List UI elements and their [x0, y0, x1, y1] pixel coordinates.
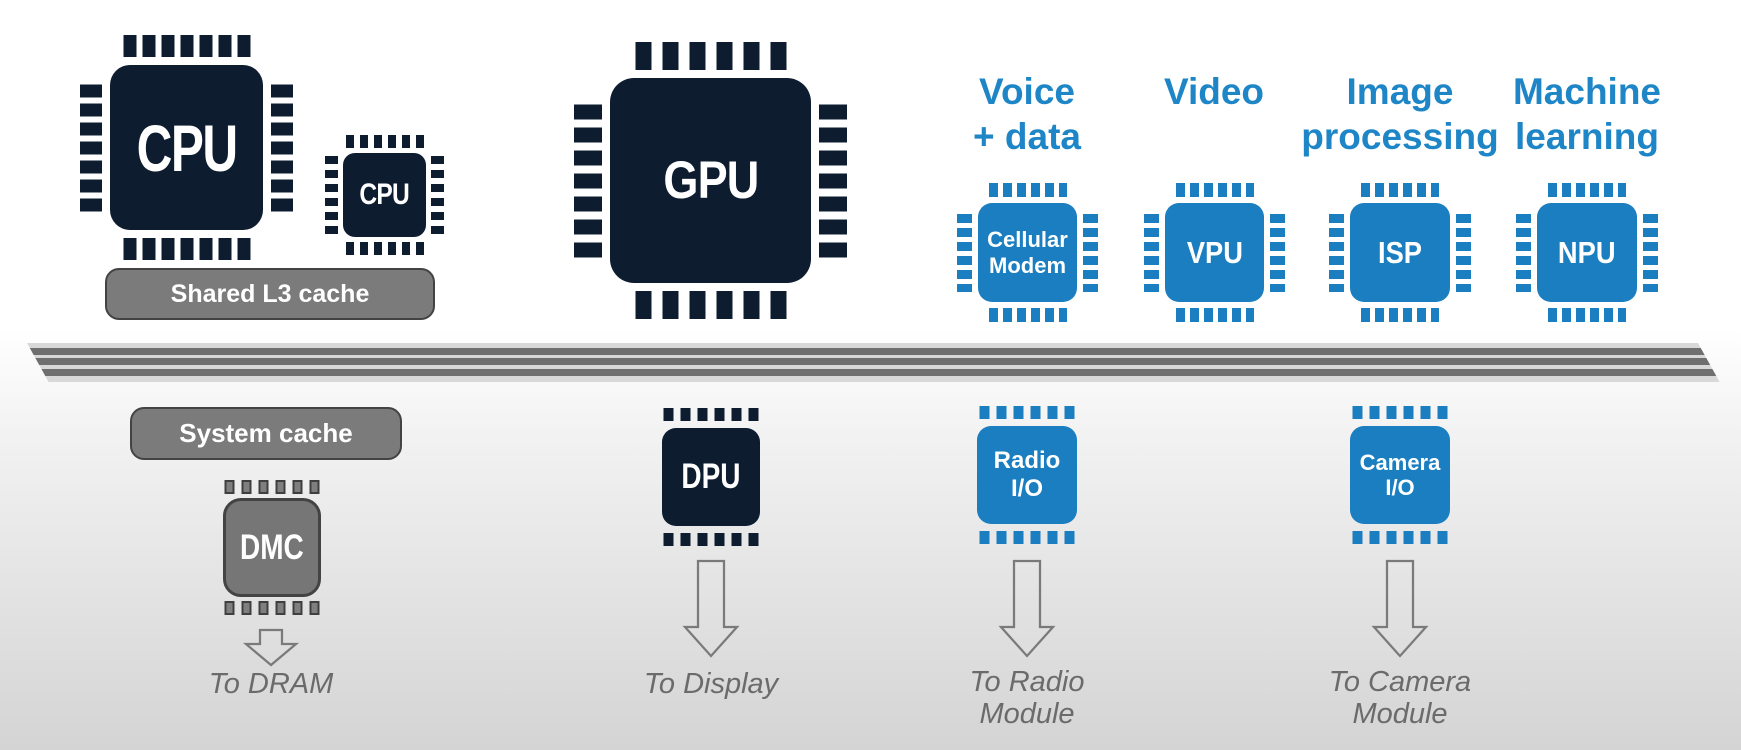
cpu-big-pins-right [271, 84, 293, 211]
dpu-pins-top [663, 408, 759, 421]
caption-line: To Display [643, 668, 779, 700]
cpu-big-chip: CPU [80, 35, 293, 260]
column-title-line2: learning [1515, 116, 1659, 157]
cpu-small-pins-bottom [345, 242, 424, 255]
column-title-line2: + data [973, 116, 1081, 157]
gpu-label: GPU [662, 151, 759, 210]
column-title-image-processing: Image processing [1290, 69, 1510, 159]
cellular-modem-pins-bottom [988, 308, 1067, 322]
radio-io-pins-top [979, 406, 1075, 419]
vpu-chip: VPU [1144, 183, 1285, 322]
shared-l3-cache-box: Shared L3 cache [105, 268, 435, 320]
dmc-chip: DMC [223, 480, 321, 615]
isp-pins-right [1456, 213, 1471, 292]
caption-line: To DRAM [208, 668, 334, 700]
gpu-pins-left [574, 104, 602, 257]
column-title-line2: processing [1301, 116, 1499, 157]
npu-label: NPU [1558, 234, 1616, 270]
system-cache-box: System cache [130, 407, 402, 460]
cellular-modem-label-line1: Cellular [987, 227, 1068, 253]
isp-pins-bottom [1361, 308, 1439, 322]
camera-io-pins-top [1352, 406, 1448, 419]
isp-chip: ISP [1329, 183, 1471, 322]
npu-pins-bottom [1548, 308, 1626, 322]
display-arrow [682, 559, 740, 658]
radio-io-label-line2: I/O [1010, 475, 1043, 502]
system-cache-label: System cache [179, 418, 353, 448]
vpu-label: VPU [1186, 234, 1243, 270]
caption-to-radio-module: To Radio Module [917, 666, 1137, 730]
column-title-line1: Machine [1512, 71, 1662, 112]
dmc-pins-bottom [224, 601, 320, 615]
camera-io-pins-bottom [1352, 531, 1448, 544]
dpu-chip: DPU [662, 408, 760, 546]
camera-io-label-line2: I/O [1385, 475, 1415, 500]
npu-pins-top [1548, 183, 1626, 197]
caption-to-camera-module: To Camera Module [1290, 666, 1510, 730]
radio-io-label-line1: Radio [993, 447, 1061, 475]
npu-pins-left [1516, 213, 1531, 292]
column-title-voice-data: Voice + data [917, 69, 1137, 159]
camera-io-label-line1: Camera [1359, 449, 1441, 475]
radio-io-pins-bottom [979, 531, 1075, 544]
npu-chip: NPU [1516, 183, 1658, 322]
cpu-small-chip: CPU [325, 135, 444, 255]
cellular-modem-label-line2: Modem [989, 252, 1066, 278]
caption-line: Module [979, 698, 1075, 730]
cellular-modem-pins-top [988, 183, 1067, 197]
cellular-modem-pins-right [1083, 213, 1098, 292]
dmc-label: DMC [240, 527, 304, 567]
shared-l3-cache-label: Shared L3 cache [170, 279, 370, 308]
column-title-line1: Voice [979, 71, 1075, 112]
cpu-big-pins-left [80, 84, 102, 211]
dpu-label: DPU [681, 457, 741, 496]
cpu-small-pins-top [345, 135, 424, 148]
isp-pins-top [1361, 183, 1439, 197]
dram-arrow [242, 628, 300, 667]
column-title-machine-learning: Machine learning [1477, 69, 1697, 159]
vpu-pins-bottom [1175, 308, 1254, 322]
caption-line: To Camera [1328, 666, 1472, 698]
cellular-modem-chip: Cellular Modem [957, 183, 1098, 322]
column-title-line1: Video [1163, 71, 1265, 112]
vpu-pins-top [1175, 183, 1254, 197]
isp-label: ISP [1378, 234, 1422, 270]
cpu-big-pins-bottom [123, 238, 250, 260]
dpu-pins-bottom [663, 533, 759, 546]
radio-arrow [998, 559, 1056, 658]
column-title-line1: Image [1346, 71, 1454, 112]
caption-to-dram: To DRAM [161, 668, 381, 700]
vpu-pins-left [1144, 213, 1159, 292]
npu-pins-right [1643, 213, 1658, 292]
gpu-chip: GPU [574, 42, 847, 319]
cpu-small-label: CPU [359, 178, 410, 211]
cpu-small-pins-right [431, 156, 444, 234]
radio-io-chip: Radio I/O [977, 406, 1077, 544]
cpu-big-label: CPU [136, 110, 238, 185]
caption-line: To Radio [969, 666, 1085, 698]
cpu-small-pins-left [325, 156, 338, 234]
cpu-big-pins-top [123, 35, 250, 57]
camera-arrow [1371, 559, 1429, 658]
cellular-modem-pins-left [957, 213, 972, 292]
gpu-pins-right [819, 104, 847, 257]
vpu-pins-right [1270, 213, 1285, 292]
caption-to-display: To Display [601, 668, 821, 700]
camera-io-chip: Camera I/O [1350, 406, 1450, 544]
caption-line: Module [1352, 698, 1448, 730]
dmc-pins-top [224, 480, 320, 494]
isp-pins-left [1329, 213, 1344, 292]
column-title-video: Video [1104, 69, 1324, 114]
gpu-pins-top [635, 42, 786, 70]
gpu-pins-bottom [635, 291, 786, 319]
system-bus [27, 343, 1720, 382]
